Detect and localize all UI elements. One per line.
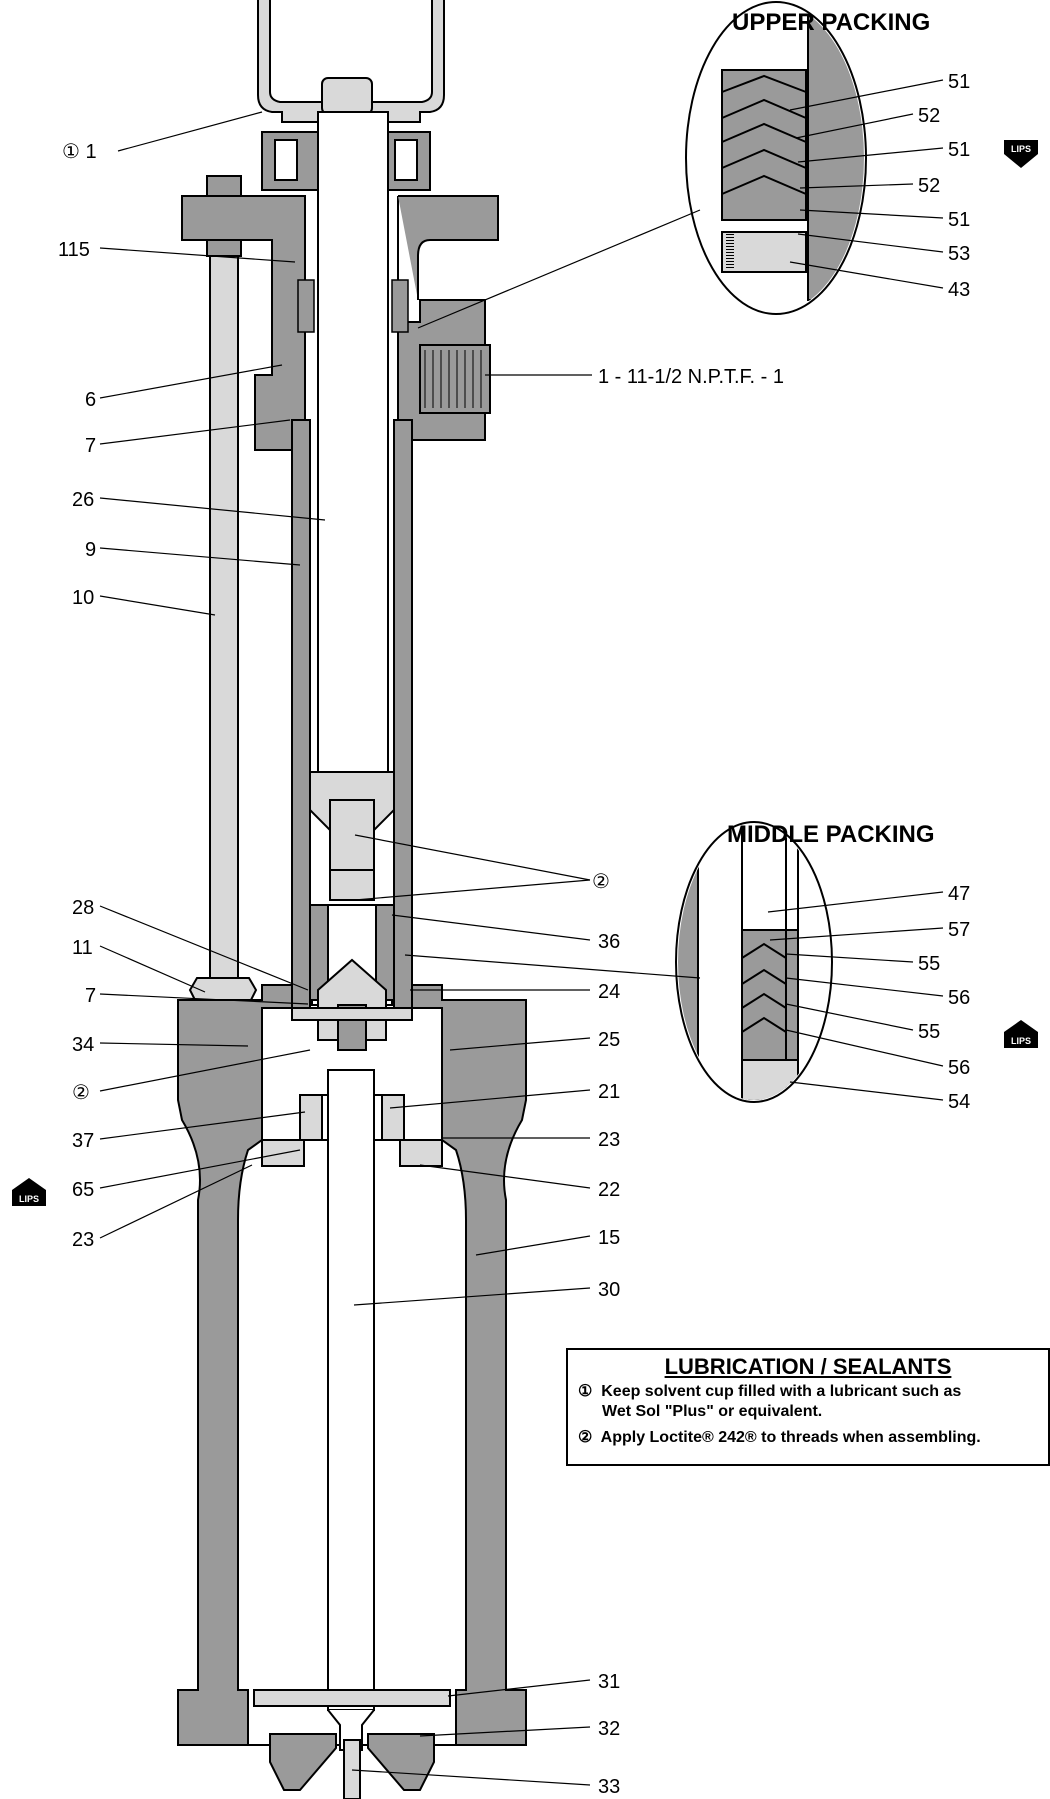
lubrication-title: LUBRICATION / SEALANTS <box>664 1354 952 1379</box>
lubrication-note-1: ① Keep solvent cup filled with a lubrica… <box>578 1382 1048 1402</box>
upper-packing-stack <box>297 279 409 333</box>
upper-part-6: 53 <box>948 243 970 265</box>
tie-rod-left <box>188 175 258 1100</box>
callout-7-lower: 7 <box>85 985 96 1007</box>
part-31-plate <box>253 1689 451 1707</box>
callout-loctite-right: ② <box>592 871 610 893</box>
callout-11: 11 <box>72 937 93 959</box>
solvent-cup <box>257 0 445 123</box>
upper-part-1: 51 <box>948 71 970 93</box>
svg-text:LIPS: LIPS <box>1011 144 1031 154</box>
callout-24: 24 <box>598 981 620 1003</box>
callout-33: 33 <box>598 1776 620 1798</box>
lubrication-note-1-continued: Wet Sol "Plus" or equivalent. <box>602 1403 823 1420</box>
note-1-text: Keep solvent cup filled with a lubricant… <box>601 1383 962 1400</box>
callout-25: 25 <box>598 1029 620 1051</box>
callout-23-left: 23 <box>72 1229 94 1251</box>
note-2-symbol: ② <box>578 1429 593 1446</box>
lubrication-sealants-box: LUBRICATION / SEALANTS ① Keep solvent cu… <box>566 1348 1050 1466</box>
callout-30: 30 <box>598 1279 620 1301</box>
callout-32: 32 <box>598 1718 620 1740</box>
middle-packing-callouts: 47 57 55 56 55 56 54 <box>918 883 970 1113</box>
callout-31: 31 <box>598 1671 620 1693</box>
outlet-housing <box>181 195 499 461</box>
middle-part-1: 47 <box>948 883 970 905</box>
middle-part-3: 55 <box>918 953 940 975</box>
callout-6: 6 <box>85 389 96 411</box>
middle-part-7: 54 <box>948 1091 970 1113</box>
pump-cylinder <box>291 111 413 1011</box>
middle-packing-header: MIDDLE PACKING <box>727 821 935 848</box>
middle-part-4: 56 <box>948 987 970 1009</box>
leader-lines <box>99 79 944 1786</box>
svg-text:LIPS: LIPS <box>19 1194 39 1204</box>
left-callouts: ① 1 115 6 7 26 9 10 28 11 7 34 ② 37 65 2… <box>58 141 97 1251</box>
lips-up-icon-left: LIPS <box>12 1178 46 1206</box>
note-1-symbol: ① <box>578 1383 593 1400</box>
callout-36: 36 <box>598 931 620 953</box>
upper-part-5: 51 <box>948 209 970 231</box>
upper-packing-callouts: 51 52 51 52 51 53 43 <box>918 71 970 301</box>
callout-1: ① 1 <box>62 141 97 163</box>
callout-65: 65 <box>72 1179 94 1201</box>
callout-23-right: 23 <box>598 1129 620 1151</box>
middle-packing-detail <box>675 821 833 1103</box>
pump-rod <box>327 1069 375 1799</box>
upper-packing-header: UPPER PACKING <box>732 9 930 36</box>
lubrication-note-2: ② Apply Loctite® 242® to threads when as… <box>578 1428 1048 1448</box>
callout-loctite-left: ② <box>72 1082 90 1104</box>
callout-26: 26 <box>72 489 94 511</box>
callout-34: 34 <box>72 1034 94 1056</box>
callout-115: 115 <box>58 239 90 261</box>
upper-part-4: 52 <box>918 175 940 197</box>
lips-down-icon: LIPS <box>1004 140 1038 168</box>
callout-21: 21 <box>598 1081 620 1103</box>
upper-part-3: 51 <box>948 139 970 161</box>
upper-part-7: 43 <box>948 279 970 301</box>
callout-28: 28 <box>72 897 94 919</box>
right-callouts: 1 - 11-1/2 N.P.T.F. - 1 ② 36 24 25 21 23… <box>592 366 784 1798</box>
middle-part-2: 57 <box>948 919 970 941</box>
middle-part-5: 55 <box>918 1021 940 1043</box>
note-2-text: Apply Loctite® 242® to threads when asse… <box>600 1429 981 1446</box>
callout-15: 15 <box>598 1227 620 1249</box>
callout-9: 9 <box>85 539 96 561</box>
middle-part-6: 56 <box>948 1057 970 1079</box>
lips-up-icon: LIPS <box>1004 1020 1038 1048</box>
callout-7-upper: 7 <box>85 435 96 457</box>
callout-npt-outlet: 1 - 11-1/2 N.P.T.F. - 1 <box>598 366 784 388</box>
callout-22: 22 <box>598 1179 620 1201</box>
callout-37: 37 <box>72 1130 94 1152</box>
upper-packing-detail <box>685 1 867 315</box>
svg-text:LIPS: LIPS <box>1011 1036 1031 1046</box>
callout-10: 10 <box>72 587 94 609</box>
part-32-foot-valve <box>269 1733 435 1791</box>
piston-assembly <box>309 771 395 1051</box>
upper-part-2: 52 <box>918 105 940 127</box>
